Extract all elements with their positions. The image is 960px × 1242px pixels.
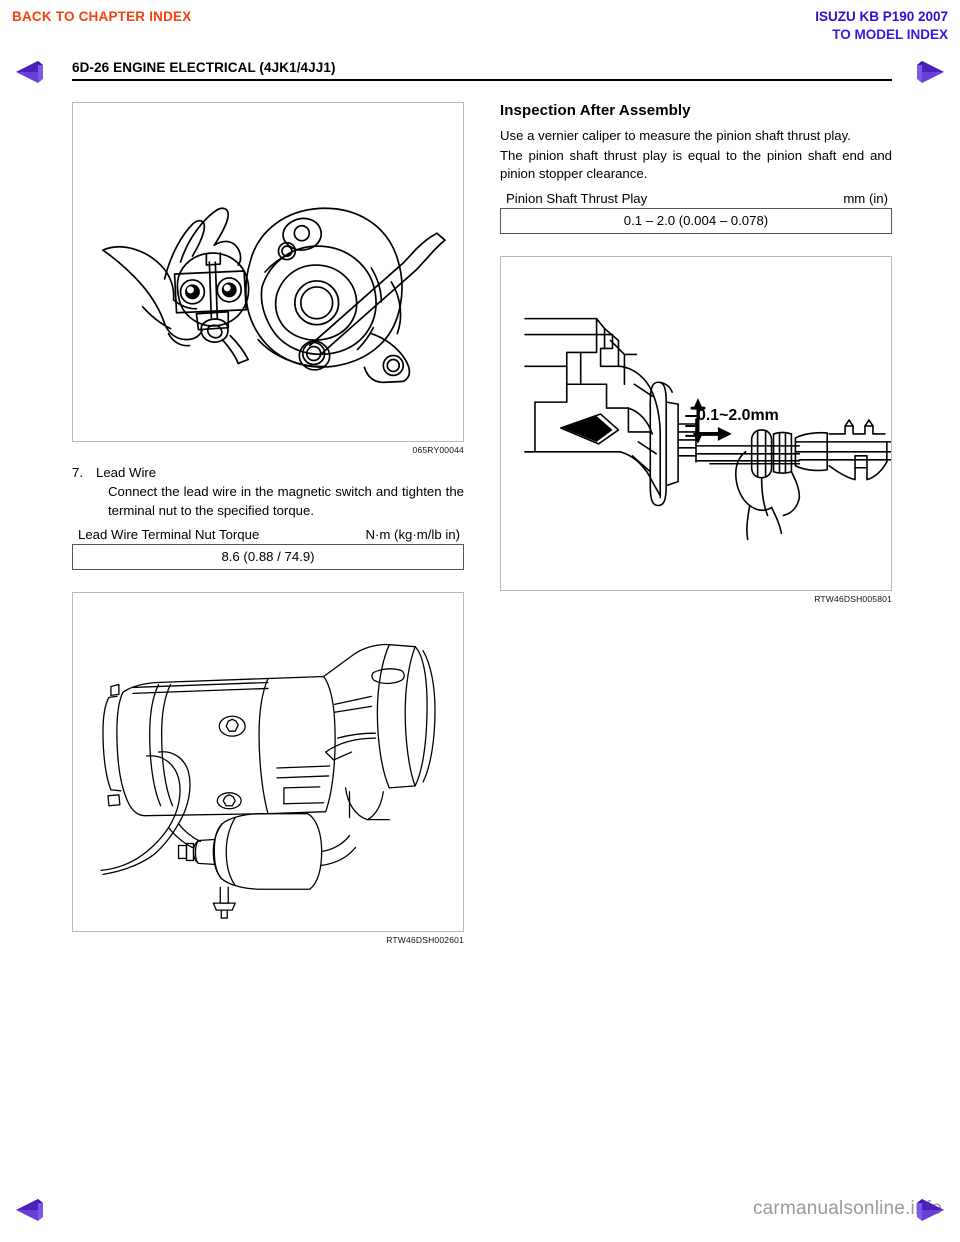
- site-watermark: carmanualsonline.info: [752, 1198, 942, 1219]
- thrust-play-spec-units: mm (in): [843, 191, 888, 207]
- starter-motor-assembly-illustration: [100, 644, 436, 920]
- page-title: 6D-26 ENGINE ELECTRICAL (4JK1/4JJ1): [72, 60, 336, 75]
- section-heading-inspection-after-assembly: Inspection After Assembly: [500, 102, 691, 119]
- procedure-step-7: 7. Lead Wire Connect the lead wire in th…: [72, 463, 464, 520]
- figure-starter-motor-assembly: [72, 592, 464, 933]
- thrust-play-spec-value: 0.1 – 2.0 (0.004 – 0.078): [500, 208, 892, 235]
- left-column: 065RY00044 7. Lead Wire Connect the lead…: [72, 102, 464, 945]
- step-heading: 7. Lead Wire: [72, 463, 464, 482]
- step-number: 7.: [72, 465, 83, 480]
- inspection-paragraph-1: Use a vernier caliper to measure the pin…: [500, 128, 851, 143]
- figure-pinion-thrust-play-measurement: 0.1~2.0mm: [500, 256, 892, 592]
- right-column: Inspection After Assembly Use a vernier …: [500, 102, 892, 604]
- inspection-paragraph-2: The pinion shaft thrust play is equal to…: [500, 147, 892, 182]
- title-underline: [72, 79, 892, 81]
- figure-caption: 065RY00044: [412, 445, 464, 455]
- thrust-play-spec-label: Pinion Shaft Thrust Play: [506, 191, 648, 207]
- next-page-arrow-icon[interactable]: [912, 58, 946, 86]
- model-title: ISUZU KB P190 2007: [815, 9, 948, 24]
- thrust-play-spec-header: Pinion Shaft Thrust Play mm (in): [500, 191, 892, 208]
- model-index-block: ISUZU KB P190 2007 TO MODEL INDEX: [815, 8, 948, 44]
- figure-lead-wire-connection: [72, 102, 464, 442]
- thrust-play-callout-label: 0.1~2.0mm: [697, 407, 779, 424]
- figure-caption: RTW46DSH005801: [814, 594, 892, 605]
- step-title: Lead Wire: [96, 465, 157, 480]
- next-page-arrow-icon-footer[interactable]: [912, 1196, 946, 1224]
- step-text: Connect the lead wire in the magnetic sw…: [108, 484, 464, 519]
- figure-caption: RTW46DSH002601: [386, 935, 464, 946]
- torque-spec-label: Lead Wire Terminal Nut Torque: [78, 527, 260, 543]
- previous-page-arrow-icon[interactable]: [14, 58, 48, 86]
- torque-spec-header: Lead Wire Terminal Nut Torque N·m (kg·m/…: [72, 527, 464, 544]
- lead-wire-connection-illustration: [102, 207, 446, 384]
- torque-spec-value: 8.6 (0.88 / 74.9): [72, 544, 464, 571]
- back-to-chapter-index-link[interactable]: BACK TO CHAPTER INDEX: [12, 9, 192, 24]
- to-model-index-link[interactable]: TO MODEL INDEX: [832, 27, 948, 43]
- torque-spec-units: N·m (kg·m/lb in): [365, 527, 460, 543]
- pinion-thrust-play-illustration: 0.1~2.0mm: [524, 318, 891, 541]
- previous-page-arrow-icon-footer[interactable]: [14, 1196, 48, 1224]
